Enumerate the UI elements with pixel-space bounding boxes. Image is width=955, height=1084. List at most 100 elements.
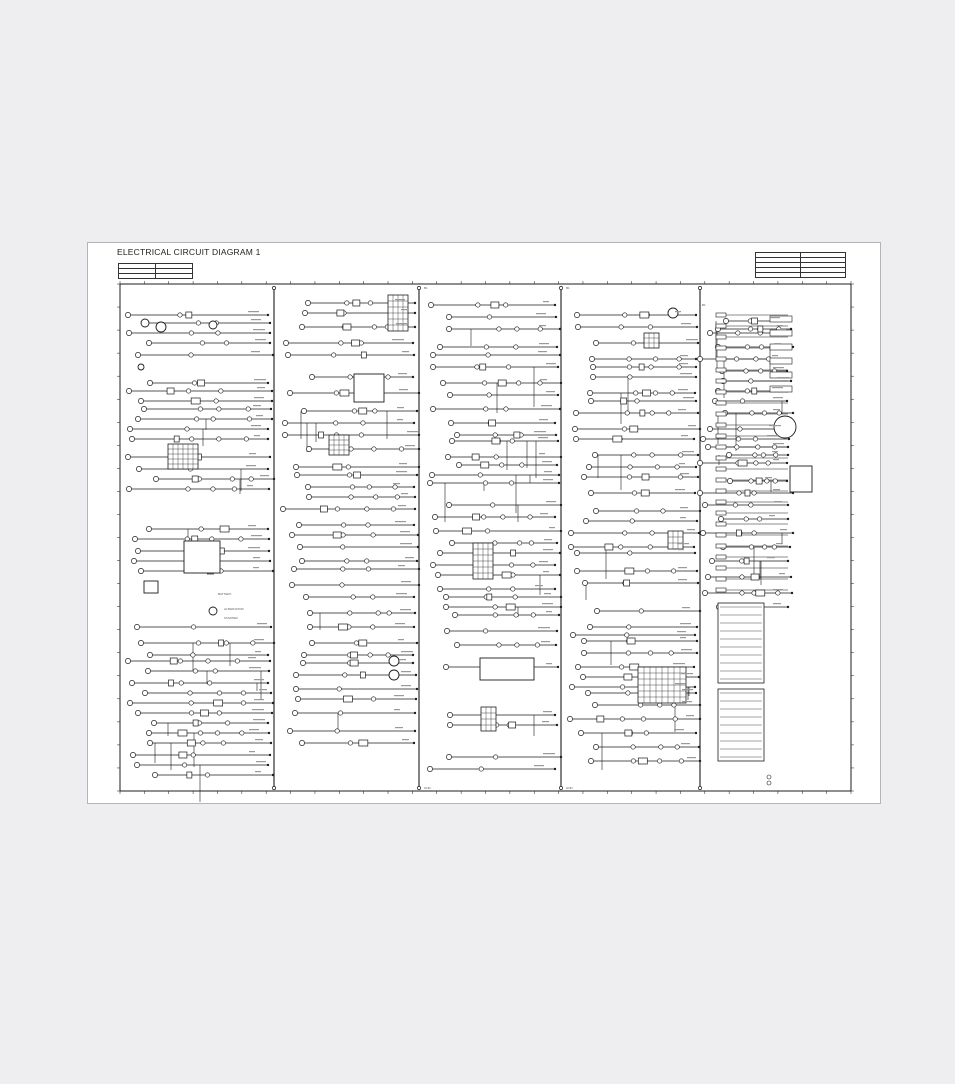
connector-terminal	[582, 580, 588, 586]
junction-dot	[786, 605, 790, 609]
rail-terminal	[559, 286, 563, 290]
wire-label-stub	[680, 623, 691, 625]
control-module	[479, 657, 535, 681]
connector-terminal	[772, 478, 778, 484]
connector-terminal	[184, 426, 190, 432]
junction-dot	[787, 437, 791, 441]
connector-terminal	[707, 330, 713, 336]
connector-terminal	[449, 438, 455, 444]
connector-terminal	[649, 530, 655, 536]
connector-terminal	[718, 516, 724, 522]
inline-component	[349, 659, 359, 667]
junction-dot	[557, 613, 561, 617]
connector-terminal	[443, 604, 449, 610]
junction-dot	[559, 381, 563, 385]
connector-terminal	[537, 380, 543, 386]
connector-terminal	[624, 410, 630, 416]
connector-terminal	[198, 526, 204, 532]
connector-terminal	[773, 452, 779, 458]
wire-label-stub	[540, 513, 548, 515]
connector-terminal	[626, 364, 632, 370]
connector-terminal	[753, 356, 759, 362]
connector-terminal	[334, 728, 340, 734]
connector-terminal	[739, 574, 745, 580]
junction-dot	[693, 633, 697, 637]
wire-label-stub	[679, 463, 685, 465]
inline-component	[490, 301, 500, 309]
junction-dot	[559, 503, 563, 507]
connector-terminal	[282, 432, 288, 438]
connector-terminal	[285, 352, 291, 358]
connector-terminal	[142, 690, 148, 696]
wire-label-stub	[681, 743, 690, 745]
wire-label-stub	[678, 409, 686, 411]
wire-label-stub	[396, 323, 407, 325]
wire-label-stub	[400, 609, 411, 611]
connector-terminal	[626, 356, 632, 362]
connector-terminal	[510, 586, 516, 592]
fuse	[715, 345, 727, 351]
wire-label-stub	[543, 571, 549, 573]
wire-label-stub	[767, 435, 778, 437]
connector-terminal	[178, 680, 184, 686]
rail-terminal	[417, 786, 421, 790]
fuse	[715, 444, 727, 450]
connector-terminal	[496, 642, 502, 648]
connector-terminal	[568, 544, 574, 550]
connector-terminal	[297, 544, 303, 550]
relay-block	[667, 530, 684, 550]
title-block	[755, 252, 846, 278]
junction-dot	[415, 687, 419, 691]
connector-terminal	[309, 374, 315, 380]
wire-label-stub	[688, 425, 696, 427]
wire-label-stub	[776, 543, 783, 545]
inline-component	[604, 543, 614, 551]
connector-terminal	[348, 494, 354, 500]
connector-terminal	[514, 642, 520, 648]
connector-terminal	[749, 410, 755, 416]
connector-terminal	[627, 550, 633, 556]
connector-terminal	[588, 398, 594, 404]
wire-label-stub	[394, 695, 404, 697]
inline-component	[342, 323, 352, 331]
wire-label-stub	[534, 765, 544, 767]
junction-dot	[555, 541, 559, 545]
junction-dot	[553, 587, 557, 591]
wire-label-stub	[546, 611, 552, 613]
wire-label-stub	[680, 473, 689, 475]
connector-terminal	[448, 420, 454, 426]
connector-terminal	[513, 612, 519, 618]
connector-terminal	[243, 436, 249, 442]
fuse	[715, 367, 727, 373]
wire-label-stub	[407, 431, 418, 433]
connector-terminal	[697, 356, 703, 362]
control-module	[789, 465, 813, 493]
wire-label-stub	[395, 623, 405, 625]
junction-dot	[267, 537, 271, 541]
connector-terminal	[371, 324, 377, 330]
connector-terminal	[593, 508, 599, 514]
fuse	[715, 323, 727, 329]
connector-terminal	[776, 410, 782, 416]
connector-terminal	[530, 562, 536, 568]
connector-terminal	[126, 330, 132, 336]
inline-component	[173, 435, 180, 443]
relay	[769, 343, 793, 351]
junction-dot	[267, 487, 271, 491]
connector-terminal	[342, 672, 348, 678]
connector-terminal	[631, 452, 637, 458]
battery-symbol	[143, 580, 159, 594]
connector-terminal	[125, 658, 131, 664]
fuse	[715, 334, 727, 340]
connector-terminal	[574, 312, 580, 318]
relay	[769, 385, 793, 393]
connector-terminal	[483, 406, 489, 412]
junction-dot	[693, 551, 697, 555]
wire-label-stub	[678, 389, 688, 391]
fuse	[715, 532, 727, 538]
connector-terminal	[509, 480, 515, 486]
connector-terminal	[126, 486, 132, 492]
connector-terminal	[147, 380, 153, 386]
motor-symbol	[388, 655, 400, 667]
connector-terminal	[765, 460, 771, 466]
